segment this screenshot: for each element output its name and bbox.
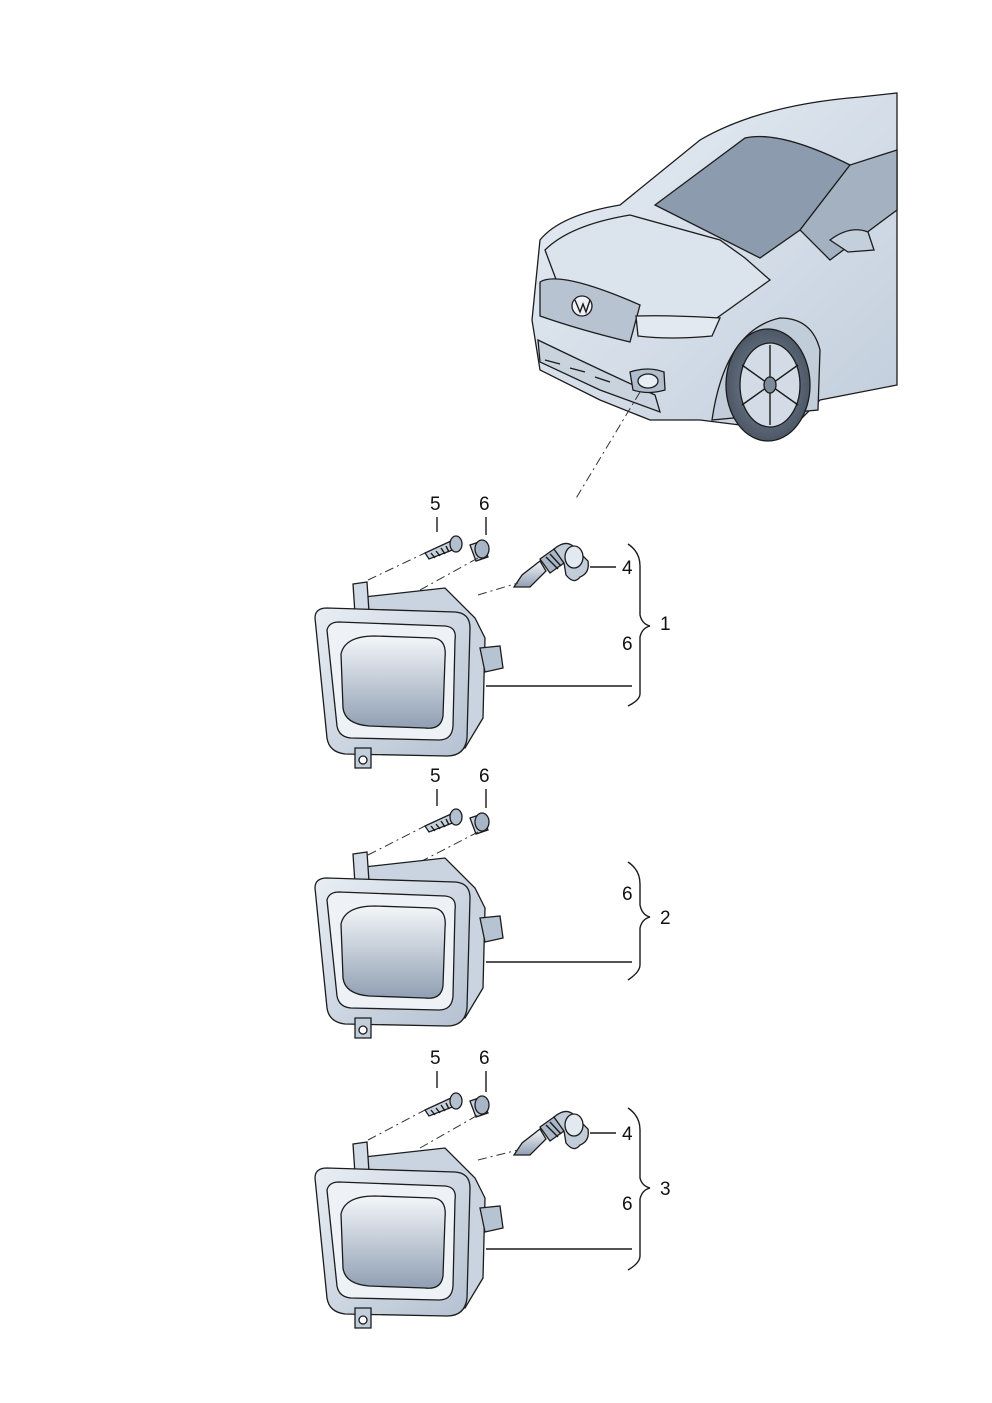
- vehicle-front-view: [531, 92, 898, 501]
- part-group-2: 5 6 6 2: [314, 766, 671, 1039]
- part-group-3: 5 6 4 6 3: [314, 1048, 671, 1329]
- fog-lamp-icon: [314, 1141, 504, 1329]
- callout-spacer: 6: [479, 766, 490, 787]
- fog-lamp-icon: [314, 581, 504, 769]
- screw-icon: [424, 535, 463, 560]
- callout-spacer: 6: [479, 494, 490, 515]
- bulb-icon: [513, 542, 590, 588]
- callout-assembly: 3: [660, 1179, 671, 1200]
- screw-icon: [424, 808, 463, 833]
- callout-spacer: 6: [479, 1048, 490, 1069]
- callout-assembly: 2: [660, 908, 671, 929]
- callout-bulb: 4: [622, 558, 633, 579]
- callout-assembly: 1: [660, 614, 671, 635]
- fog-lamp-icon: [314, 851, 504, 1039]
- leader-line: [574, 391, 641, 501]
- screw-icon: [424, 1092, 463, 1117]
- callout-screw: 5: [430, 494, 441, 515]
- callout-lamp: 6: [622, 884, 633, 905]
- callout-bulb: 4: [622, 1124, 633, 1145]
- bulb-icon: [513, 1110, 590, 1156]
- spacer-nut-icon: [469, 812, 490, 835]
- spacer-nut-icon: [469, 1095, 490, 1118]
- callout-lamp: 6: [622, 1194, 633, 1215]
- callout-lamp: 6: [622, 634, 633, 655]
- callout-screw: 5: [430, 1048, 441, 1069]
- spacer-nut-icon: [469, 539, 490, 562]
- part-group-1: 5 6 4 6 1: [314, 494, 671, 769]
- callout-screw: 5: [430, 766, 441, 787]
